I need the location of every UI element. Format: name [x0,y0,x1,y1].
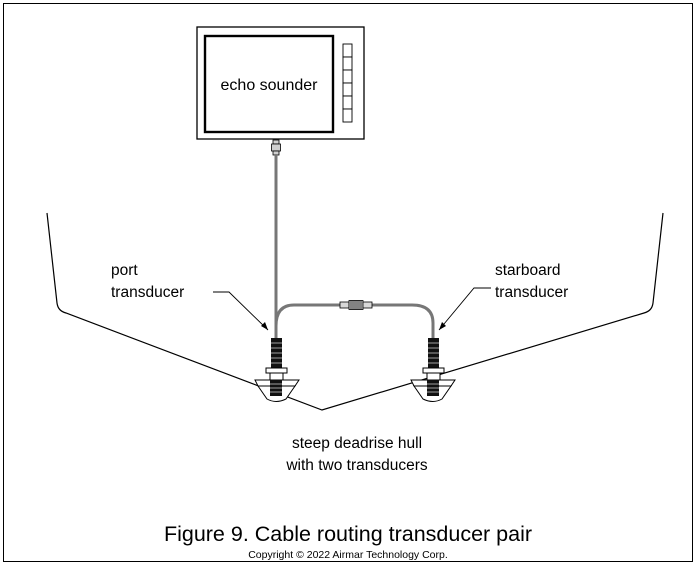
starboard-transducer-label-line1: starboard [495,262,560,279]
echo-sounder-keypad [342,43,353,123]
starboard-transducer [410,338,456,402]
port-leader-arrow [261,322,268,330]
starboard-transducer-label-line2: transducer [495,284,568,301]
hull-label-line1: steep deadrise hull [292,435,422,452]
echo-sounder-label: echo sounder [221,77,319,94]
hull-label-line2: with two transducers [285,457,428,474]
label-leader-lines [213,287,491,331]
echo-sounder-unit: echo sounder [196,26,365,140]
transducer-cables [274,155,435,338]
starboard-leader-arrow [439,322,446,330]
port-transducer-label-line2: transducer [111,284,184,301]
copyright-notice: Copyright © 2022 Airmar Technology Corp. [248,549,448,561]
cable-inline-connector [339,300,373,310]
figure-caption: Figure 9. Cable routing transducer pair [163,522,533,546]
hull-outline [46,212,664,411]
sounder-connector [271,139,281,156]
port-transducer-label-line1: port [111,262,138,279]
port-transducer [254,338,300,402]
